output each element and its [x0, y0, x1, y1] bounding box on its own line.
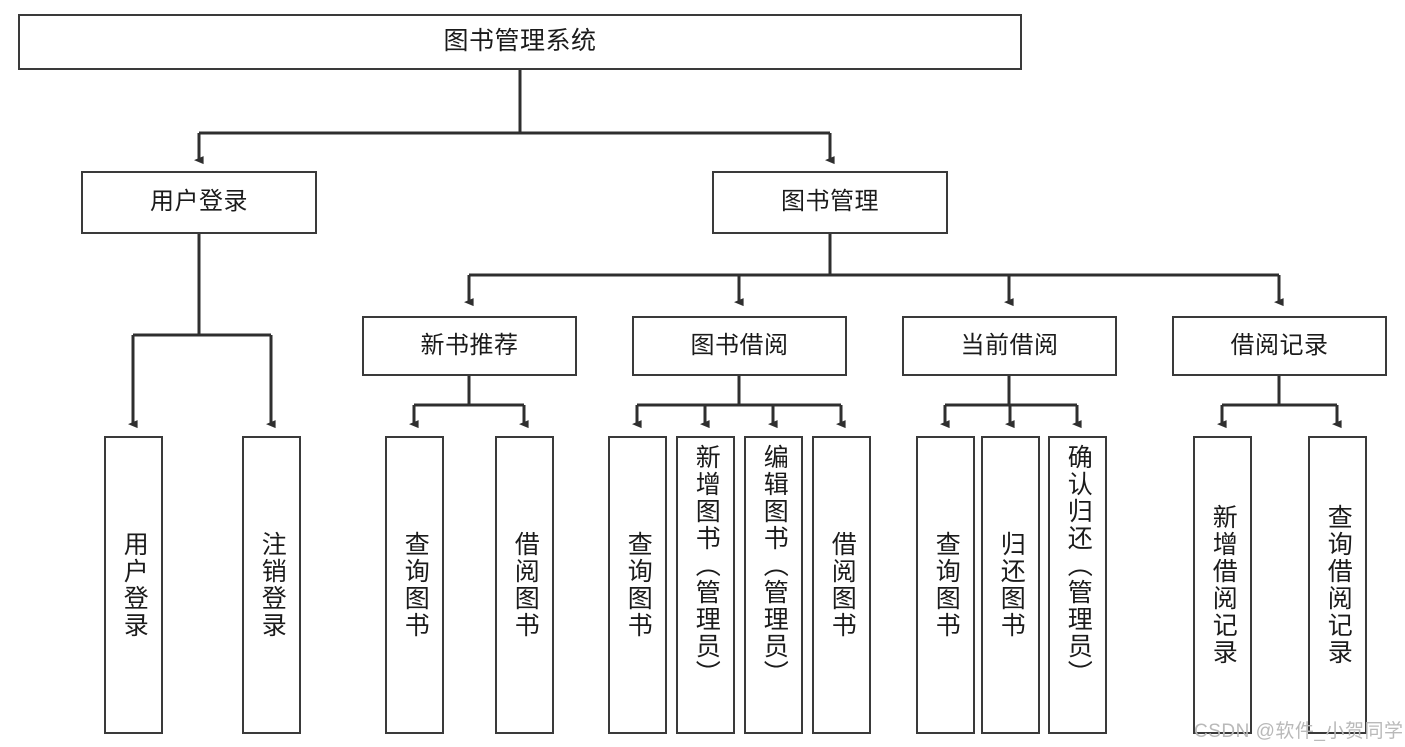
- leaf-edit-book-label: 编辑图书（管理员）: [760, 444, 789, 687]
- node-current-borrow-label: 当前借阅: [960, 331, 1059, 359]
- node-book-borrow-label: 图书借阅: [690, 331, 789, 359]
- leaf-query-borrow-record-label: 查询借阅记录: [1324, 504, 1353, 666]
- node-user-login[interactable]: 用户登录: [81, 171, 317, 234]
- leaf-query-book-recommend-label: 查询图书: [401, 531, 430, 639]
- leaf-query-borrow-record[interactable]: 查询借阅记录: [1308, 436, 1367, 734]
- leaf-query-book-borrow-label: 查询图书: [624, 531, 653, 639]
- leaf-confirm-return-label: 确认归还（管理员）: [1064, 444, 1093, 687]
- leaf-return-book[interactable]: 归还图书: [981, 436, 1040, 734]
- leaf-borrow-book-borrow-label: 借阅图书: [828, 531, 857, 639]
- node-root-label: 图书管理系统: [443, 27, 597, 56]
- leaf-confirm-return[interactable]: 确认归还（管理员）: [1048, 436, 1107, 734]
- node-new-book-recommend-label: 新书推荐: [420, 331, 519, 359]
- leaf-add-book-label: 新增图书（管理员）: [692, 444, 721, 687]
- node-root-book-management-system[interactable]: 图书管理系统: [18, 14, 1022, 70]
- leaf-user-login[interactable]: 用户登录: [104, 436, 163, 734]
- leaf-query-book-recommend[interactable]: 查询图书: [385, 436, 444, 734]
- node-book-borrow[interactable]: 图书借阅: [632, 316, 847, 376]
- leaf-query-book-current-label: 查询图书: [932, 531, 961, 639]
- leaf-query-book-current[interactable]: 查询图书: [916, 436, 975, 734]
- node-current-borrow[interactable]: 当前借阅: [902, 316, 1117, 376]
- leaf-borrow-book-recommend[interactable]: 借阅图书: [495, 436, 554, 734]
- leaf-query-book-borrow[interactable]: 查询图书: [608, 436, 667, 734]
- node-user-login-label: 用户登录: [150, 188, 248, 216]
- node-borrow-record[interactable]: 借阅记录: [1172, 316, 1387, 376]
- leaf-borrow-book-borrow[interactable]: 借阅图书: [812, 436, 871, 734]
- csdn-watermark: CSDN @软件_小贺同学: [1194, 721, 1404, 742]
- leaf-logout-login[interactable]: 注销登录: [242, 436, 301, 734]
- leaf-logout-login-label: 注销登录: [258, 531, 287, 639]
- leaf-return-book-label: 归还图书: [997, 531, 1026, 639]
- node-new-book-recommend[interactable]: 新书推荐: [362, 316, 577, 376]
- node-book-management-label: 图书管理: [781, 188, 879, 216]
- leaf-add-borrow-record-label: 新增借阅记录: [1209, 504, 1238, 666]
- leaf-add-book[interactable]: 新增图书（管理员）: [676, 436, 735, 734]
- node-borrow-record-label: 借阅记录: [1230, 331, 1329, 359]
- leaf-edit-book[interactable]: 编辑图书（管理员）: [744, 436, 803, 734]
- leaf-user-login-label: 用户登录: [120, 531, 149, 639]
- node-book-management[interactable]: 图书管理: [712, 171, 948, 234]
- leaf-add-borrow-record[interactable]: 新增借阅记录: [1193, 436, 1252, 734]
- leaf-borrow-book-recommend-label: 借阅图书: [511, 531, 540, 639]
